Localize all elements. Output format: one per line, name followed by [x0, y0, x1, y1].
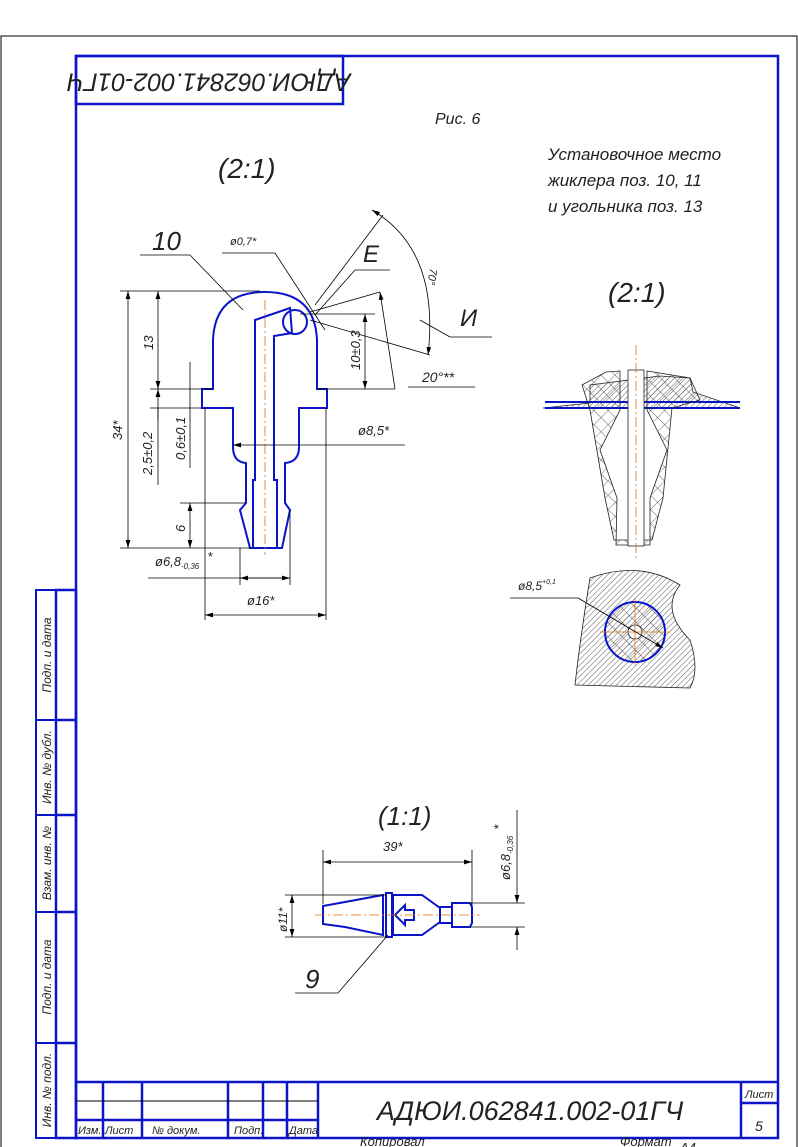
title-block [76, 1080, 778, 1138]
note-line-3: и угольника поз. 13 [548, 197, 703, 216]
col-sign: Подп. [234, 1125, 263, 1137]
nozzle-tip-ball [282, 309, 308, 335]
format-value: А4 [679, 1140, 696, 1147]
nozzle-bore [252, 306, 294, 549]
dim-h34: 34* [110, 420, 125, 440]
install-view: (2:1) ø8,5+0,1 [510, 277, 741, 689]
dim-h13: 13 [141, 335, 156, 350]
dim-angle-70: 70° [424, 267, 439, 286]
install-view-scale: (2:1) [608, 277, 666, 308]
main-view-scale: (2:1) [218, 153, 276, 184]
col-list: Лист [104, 1125, 133, 1137]
section-label-e: Е [363, 241, 380, 268]
strip-label-5: Инв. № подл. [40, 1053, 54, 1127]
small-view-scale: (1:1) [378, 801, 431, 831]
dim-hole-dia: ø0,7* [230, 236, 257, 248]
sheet-number: 5 [755, 1118, 763, 1134]
callout-9: 9 [305, 964, 319, 994]
top-stamp: АДЮИ.062841.002-01ГЧ [67, 54, 353, 106]
dim-h6: 6 [173, 524, 188, 532]
dim-d11: ø11* [276, 907, 290, 932]
dim-39: 39* [383, 839, 403, 854]
sheet-label: Лист [744, 1089, 773, 1101]
dim-angle-20: 20°** [421, 369, 455, 385]
dim-h06: 0,6±0,1 [173, 417, 188, 460]
copied-label: Копировал [360, 1134, 425, 1147]
col-date: Дата [287, 1125, 318, 1137]
section-label-i: И [460, 305, 478, 332]
strip-label-1: Подп. и дата [40, 617, 54, 692]
small-view: (1:1) 39* ø11* ø6,8-0,36* 9 [276, 801, 525, 994]
dim-small-d68: ø6,8-0,36* [491, 824, 515, 880]
note-line-1: Установочное место [547, 145, 721, 164]
sheet-border [0, 35, 798, 1147]
dim-d68: ø6,8-0,36* [155, 549, 213, 571]
note-line-2: жиклера поз. 10, 11 [547, 171, 702, 190]
callout-10: 10 [152, 226, 181, 256]
main-view: (2:1) [110, 153, 492, 620]
col-doc: № докум. [152, 1125, 200, 1137]
nozzle-body [201, 290, 328, 549]
title-doc-number: АДЮИ.062841.002-01ГЧ [375, 1096, 684, 1126]
strip-label-2: Инв. № дубл. [40, 730, 54, 804]
figure-label: Рис. 6 [435, 111, 480, 128]
dim-d85: ø8,5* [358, 423, 390, 438]
dim-h25: 2,5±0,2 [140, 431, 155, 476]
dim-install-d85: ø8,5+0,1 [518, 579, 556, 593]
strip-label-3: Взам. инв. № [40, 826, 54, 900]
format-label: Формат [620, 1134, 672, 1147]
side-strip [54, 588, 78, 1140]
dim-h10: 10±0,3 [348, 330, 363, 370]
col-izm: Изм. [78, 1125, 101, 1137]
dim-d16: ø16* [247, 593, 275, 608]
strip-label-4: Подп. и дата [40, 939, 54, 1014]
stamp-doc-number: АДЮИ.062841.002-01ГЧ [67, 67, 353, 95]
